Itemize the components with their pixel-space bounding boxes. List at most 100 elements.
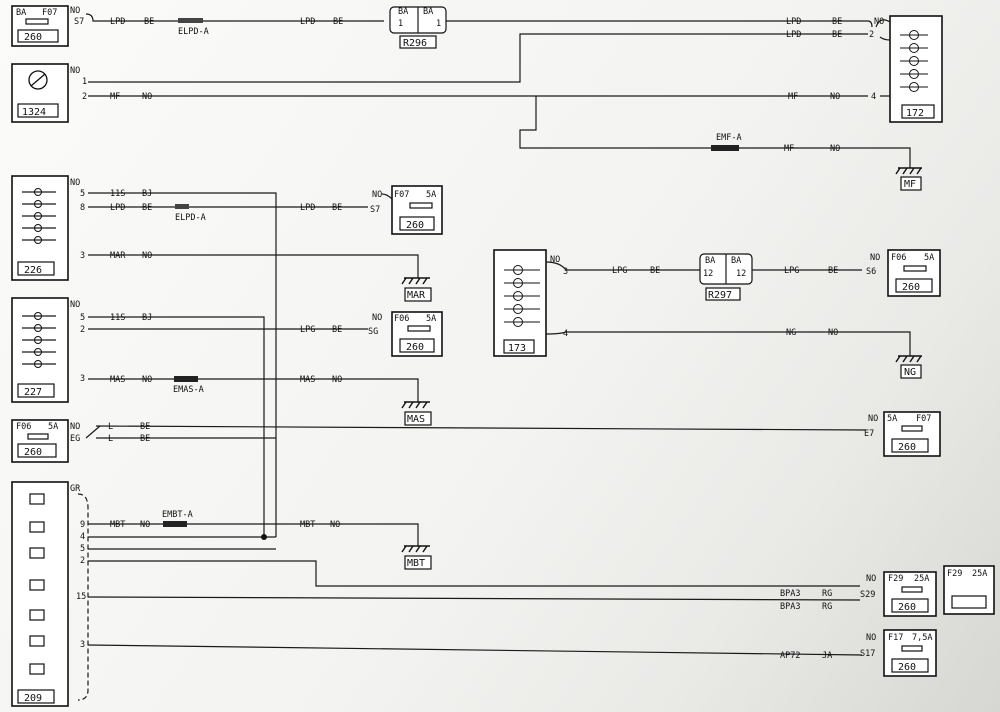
pin-sg: SG — [368, 327, 378, 337]
pin-3: 3 — [80, 640, 85, 650]
fuse-label-f06: F06 — [394, 314, 409, 324]
pin-5: 5 — [80, 544, 85, 554]
wire-label-lpd: LPD — [786, 30, 801, 40]
fuse-element — [407, 325, 431, 332]
wire-label-ap72: AP72 — [780, 651, 800, 661]
wire-label-ja: JA — [822, 651, 832, 661]
fuse-id-box — [17, 29, 59, 43]
component-id-1324: 1324 — [22, 107, 46, 118]
wire-label-mbt: MBT — [110, 520, 125, 530]
fuse-id-260: 260 — [898, 662, 916, 673]
splice-label-emf: EMF-A — [716, 133, 742, 143]
wire-label-no: NO — [142, 375, 152, 385]
wire-label-no: NO — [140, 520, 150, 530]
connector-pin: 1 — [398, 19, 403, 29]
fuse-label-5a: 5A — [887, 414, 897, 424]
ground-label-ng: NG — [904, 367, 916, 378]
fuse-label-f06: F06 — [16, 422, 31, 432]
splice-marker — [175, 204, 189, 209]
wire-ng — [545, 331, 911, 356]
wire-label-be: BE — [332, 203, 342, 213]
connector-label-ba: BA — [423, 7, 433, 17]
component-id-172: 172 — [906, 108, 924, 119]
wire-bpa3-pin15 — [87, 596, 861, 601]
fuse-label-f07: F07 — [394, 190, 409, 200]
connector-label-ba: BA — [398, 7, 408, 17]
wire-label-be: BE — [333, 17, 343, 27]
pin-4: 4 — [563, 329, 568, 339]
wire-label-no: NO — [830, 144, 840, 154]
pin-3: 3 — [80, 251, 85, 261]
wire-11s-bj-227 — [88, 316, 265, 537]
ground-label-mar: MAR — [407, 290, 426, 301]
wire-label-bpa3: BPA3 — [780, 602, 800, 612]
wire-label-lpg: LPG — [784, 266, 799, 276]
fuse-label-ba: BA — [16, 8, 26, 18]
wire-lpg-173 — [545, 261, 700, 271]
wire-mf-ground — [519, 96, 911, 168]
ground-symbol-ng — [895, 355, 922, 379]
pin-2: 2 — [80, 556, 85, 566]
splice-label-emas: EMAS-A — [173, 385, 204, 395]
wire-label-no: NO — [870, 253, 880, 263]
wire-label-be: BE — [832, 17, 842, 27]
fuse-element — [901, 425, 923, 432]
wire-label-be: BE — [140, 422, 150, 432]
wire-label-rg: RG — [822, 602, 832, 612]
wire-label-11s: 11S — [110, 189, 125, 199]
fuse-id-260: 260 — [406, 220, 424, 231]
wire-label-no: NO — [550, 255, 560, 265]
ground-symbol-mbt — [401, 545, 432, 570]
fuse-label-f17: F17 — [888, 633, 903, 643]
wire-label-no: NO — [70, 6, 80, 16]
component-id-227: 227 — [24, 387, 42, 398]
wire-label-mar: MAR — [110, 251, 126, 261]
connector-label-ba: BA — [731, 256, 741, 266]
wire-lpd-top — [85, 13, 384, 22]
fuse-element — [901, 645, 923, 652]
fuse-label-f29: F29 — [947, 569, 962, 579]
fuse-element — [27, 433, 49, 440]
wire-label-no: NO — [142, 92, 152, 102]
wire-label-lpg: LPG — [300, 325, 315, 335]
pin-s29: S29 — [860, 590, 875, 600]
wire-label-lpd: LPD — [300, 17, 315, 27]
connector-id-r296: R296 — [403, 38, 427, 49]
fuse-label-7-5a: 7,5A — [912, 633, 932, 643]
fuse-id-260: 260 — [898, 602, 916, 613]
fuse-label-5a: 5A — [426, 190, 436, 200]
wire-label-no: NO — [372, 190, 382, 200]
ground-symbol-mas — [401, 401, 432, 426]
connector-id-box — [399, 35, 437, 49]
wire-label-11s: 11S — [110, 313, 125, 323]
wire-label-lpd: LPD — [786, 17, 801, 27]
connector-label-ba: BA — [705, 256, 715, 266]
wire-label-gr: GR — [70, 484, 81, 494]
wire-label-mf: MF — [110, 92, 120, 102]
pin-3: 3 — [80, 374, 85, 384]
wire-l-be-top — [95, 425, 867, 431]
wire-label-be: BE — [144, 17, 154, 27]
fuse-label-5a: 5A — [924, 253, 934, 263]
wire-label-mas: MAS — [110, 375, 125, 385]
wire-label-lpd: LPD — [110, 203, 125, 213]
pin-5: 5 — [80, 313, 85, 323]
wire-label-no: NO — [868, 414, 878, 424]
pin-eg: EG — [70, 434, 80, 444]
fuse-id-260: 260 — [898, 442, 916, 453]
pin-2: 2 — [82, 92, 87, 102]
wire-label-be: BE — [140, 434, 150, 444]
fuse-label-f07: F07 — [42, 8, 57, 18]
component-id-226: 226 — [24, 265, 42, 276]
wire-label-rg: RG — [822, 589, 832, 599]
wire-label-no: NO — [70, 300, 80, 310]
lamp-array-icon — [504, 265, 540, 327]
pin-lead — [381, 193, 393, 200]
fuse-label-25a: 25A — [972, 569, 987, 579]
fuse-label-5a: 5A — [48, 422, 58, 432]
wire-label-no: NO — [830, 92, 840, 102]
wire-label-mbt: MBT — [300, 520, 315, 530]
switch-array-icon — [22, 188, 56, 244]
component-id-173: 173 — [508, 343, 526, 354]
